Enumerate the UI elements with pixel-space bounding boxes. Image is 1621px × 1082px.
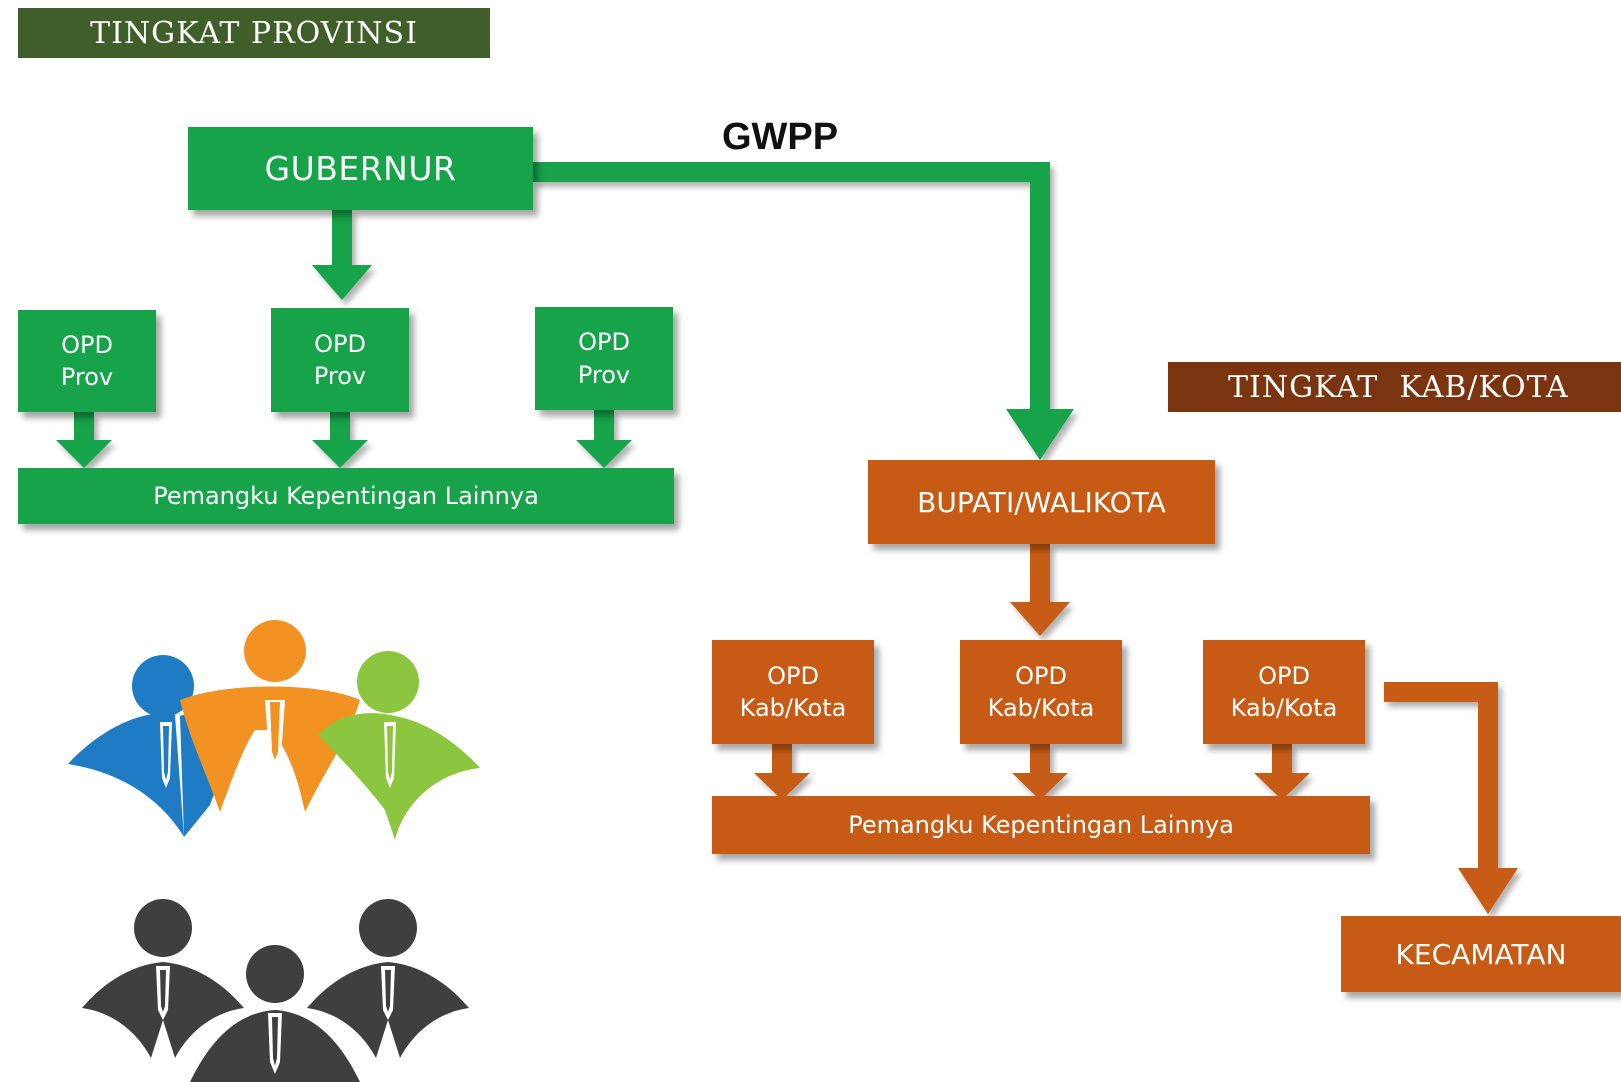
city-opd-box-2: OPD Kab/Kota xyxy=(960,640,1122,744)
city-stakeholders-bar: Pemangku Kepentingan Lainnya xyxy=(712,796,1370,854)
city-opd-arrow-1 xyxy=(754,744,810,800)
city-stakeholders-label: Pemangku Kepentingan Lainnya xyxy=(848,811,1234,839)
governor-label: GUBERNUR xyxy=(264,149,457,188)
district-box: KECAMATAN xyxy=(1341,916,1621,992)
city-opd-arrow-3 xyxy=(1254,744,1310,800)
city-opd-box-3: OPD Kab/Kota xyxy=(1203,640,1365,744)
opd-line1: OPD xyxy=(1258,661,1310,690)
prov-opd-arrow-2 xyxy=(312,412,368,468)
city-opd-arrow-2 xyxy=(1012,744,1068,800)
colored-people-group-icon xyxy=(68,620,480,840)
opd-line1: OPD xyxy=(578,328,630,357)
opd-line1: OPD xyxy=(767,661,819,690)
opd-line1: OPD xyxy=(1015,661,1067,690)
governor-down-arrow xyxy=(312,210,372,300)
prov-opd-box-2: OPD Prov xyxy=(271,308,409,412)
province-level-label: TINGKAT PROVINSI xyxy=(90,15,418,51)
province-level-banner: TINGKAT PROVINSI xyxy=(18,8,490,58)
kecamatan-connector-arrow xyxy=(1384,682,1518,914)
opd-line2: Prov xyxy=(313,362,367,390)
opd-line2: Kab/Kota xyxy=(1230,694,1338,722)
governor-box: GUBERNUR xyxy=(188,127,533,210)
prov-opd-box-1: OPD Prov xyxy=(18,310,156,412)
opd-line2: Kab/Kota xyxy=(739,694,847,722)
gwpp-label: GWPP xyxy=(722,116,839,158)
opd-line2: Prov xyxy=(60,363,114,391)
opd-line2: Kab/Kota xyxy=(987,694,1095,722)
opd-line2: Prov xyxy=(577,360,631,389)
prov-stakeholders-label: Pemangku Kepentingan Lainnya xyxy=(153,482,539,510)
opd-line1: OPD xyxy=(314,329,366,358)
city-head-down-arrow xyxy=(1010,544,1070,636)
city-opd-box-1: OPD Kab/Kota xyxy=(712,640,874,744)
district-label: KECAMATAN xyxy=(1395,937,1567,971)
prov-opd-box-3: OPD Prov xyxy=(535,307,673,410)
city-level-banner: TINGKAT KAB/KOTA xyxy=(1168,362,1621,412)
city-head-label: BUPATI/WALIKOTA xyxy=(917,485,1166,519)
prov-opd-arrow-3 xyxy=(576,410,632,468)
prov-opd-arrow-1 xyxy=(56,412,112,468)
city-level-label: TINGKAT KAB/KOTA xyxy=(1228,369,1569,405)
opd-line1: OPD xyxy=(61,330,113,359)
gray-people-group-icon xyxy=(82,899,469,1082)
prov-stakeholders-bar: Pemangku Kepentingan Lainnya xyxy=(18,468,674,524)
city-head-box: BUPATI/WALIKOTA xyxy=(868,460,1215,544)
